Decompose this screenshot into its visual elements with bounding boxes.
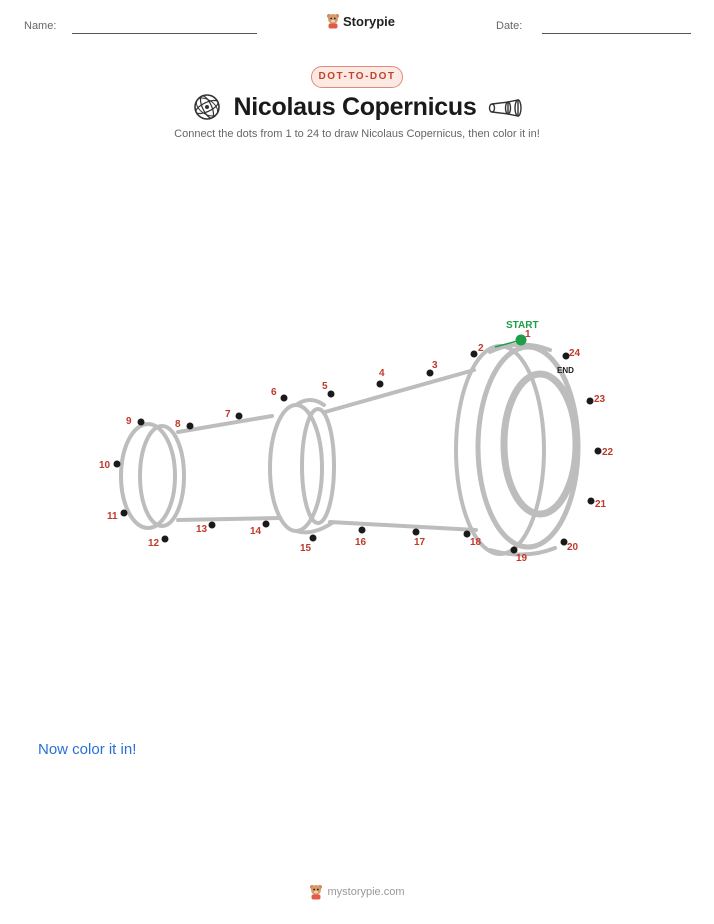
dot-24[interactable] xyxy=(562,352,570,360)
dot-19[interactable] xyxy=(510,546,518,554)
dot-22[interactable] xyxy=(594,447,602,455)
dot-9[interactable] xyxy=(137,418,145,426)
dot-number: 17 xyxy=(414,537,426,548)
dot-8[interactable] xyxy=(186,422,194,430)
bear-mascot-icon xyxy=(310,885,323,900)
dot-3[interactable] xyxy=(426,369,434,377)
color-prompt: Now color it in! xyxy=(38,741,137,758)
brand-logo: Storypie xyxy=(326,13,395,29)
dot-number: 13 xyxy=(196,524,208,535)
dot-7[interactable] xyxy=(235,412,243,420)
date-label: Date: xyxy=(496,20,523,32)
name-field[interactable] xyxy=(72,33,257,34)
date-field[interactable] xyxy=(542,33,691,34)
dot-17[interactable] xyxy=(412,528,420,536)
footer-website-link[interactable]: mystorypie.com xyxy=(327,886,405,898)
dot-14[interactable] xyxy=(262,520,270,528)
dot-number: 18 xyxy=(470,537,482,548)
dot-4[interactable] xyxy=(376,380,384,388)
start-dot[interactable] xyxy=(515,334,527,346)
dots-layer: 1 2 3 4 5 6 7 8 9 10 11 12 13 14 15 16 1 xyxy=(99,329,614,564)
dot-number: 20 xyxy=(567,542,579,553)
dot-number: 8 xyxy=(175,419,181,430)
dot-number: 7 xyxy=(225,409,231,420)
dot-number: 9 xyxy=(126,416,132,427)
dot-21[interactable] xyxy=(587,497,595,505)
activity-badge: DOT-TO-DOT xyxy=(311,66,403,88)
footer: mystorypie.com xyxy=(0,884,714,900)
dot-number: 21 xyxy=(595,499,607,510)
dot-11[interactable] xyxy=(120,509,128,517)
dot-number: 14 xyxy=(250,526,262,537)
title-row: Nicolaus Copernicus xyxy=(0,92,714,122)
dot-number: 11 xyxy=(107,511,118,522)
dot-number: 12 xyxy=(148,538,160,549)
dot-2[interactable] xyxy=(470,350,478,358)
brand-name: Storypie xyxy=(343,13,396,29)
dot-number: 15 xyxy=(300,543,312,554)
dot-number: 22 xyxy=(602,447,614,458)
dot-12[interactable] xyxy=(161,535,169,543)
telescope-outline xyxy=(119,342,581,557)
start-label: START xyxy=(506,320,539,331)
instructions: Connect the dots from 1 to 24 to draw Ni… xyxy=(174,128,540,140)
armillary-sphere-icon xyxy=(193,94,220,120)
dot-number: 16 xyxy=(355,537,367,548)
dot-15[interactable] xyxy=(309,534,317,542)
dot-number: 10 xyxy=(99,460,111,471)
dot-number: 5 xyxy=(322,381,328,392)
dot-number: 3 xyxy=(432,360,438,371)
dot-20[interactable] xyxy=(560,538,568,546)
dot-10[interactable] xyxy=(113,460,121,468)
dot-number: 2 xyxy=(478,343,484,354)
dot-16[interactable] xyxy=(358,526,366,534)
bear-mascot-icon xyxy=(327,14,339,29)
dot-number: 19 xyxy=(516,553,528,564)
dot-23[interactable] xyxy=(586,397,594,405)
dot-13[interactable] xyxy=(208,521,216,529)
dot-number: 24 xyxy=(569,348,581,359)
dot-number: 23 xyxy=(594,394,606,405)
page-title: Nicolaus Copernicus xyxy=(233,92,477,121)
end-label: END xyxy=(557,366,574,375)
dot-5[interactable] xyxy=(327,390,335,398)
dot-number: 1 xyxy=(525,329,531,340)
telescope-icon xyxy=(489,99,523,117)
dot-6[interactable] xyxy=(280,394,288,402)
dot-18[interactable] xyxy=(463,530,471,538)
dot-number: 6 xyxy=(271,387,277,398)
name-label: Name: xyxy=(24,20,57,32)
dot-number: 4 xyxy=(379,368,385,379)
